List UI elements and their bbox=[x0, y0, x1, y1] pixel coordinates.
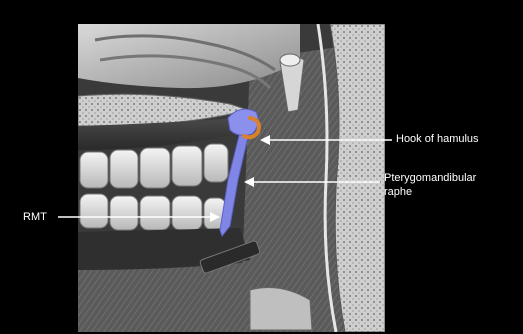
styloid-tip bbox=[280, 54, 300, 66]
label-hook-of-hamulus: Hook of hamulus bbox=[396, 133, 479, 146]
label-pterygomandibular: Pterygomandibular bbox=[384, 172, 476, 185]
floor-of-mouth-muscle bbox=[78, 262, 260, 332]
label-rmt: RMT bbox=[23, 211, 47, 224]
label-raphe: raphe bbox=[384, 186, 412, 199]
pterygoid-plate bbox=[228, 109, 258, 135]
illustration-body bbox=[78, 24, 385, 332]
cervical-spine bbox=[330, 24, 385, 332]
